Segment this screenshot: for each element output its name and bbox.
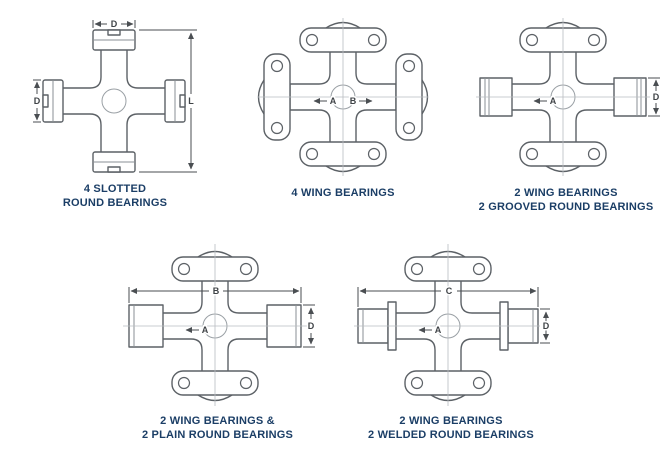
bolt-hole: [270, 121, 284, 135]
dimension-d-top: D: [92, 18, 136, 31]
caption-line-2: ROUND BEARINGS: [62, 197, 168, 210]
centerlines: [258, 18, 428, 176]
dimension-a: A: [313, 95, 338, 108]
caption-4-wing-bearings: 4 WING BEARINGS: [248, 186, 438, 200]
dimension-d: D: [303, 304, 316, 348]
bolt-hole: [270, 59, 284, 73]
bolt-hole: [410, 376, 424, 390]
bolt-hole: [239, 376, 253, 390]
bolt-hole: [587, 147, 601, 161]
bolt-hole: [472, 262, 486, 276]
dim-label-d: D: [653, 92, 660, 102]
dimension-b: B: [128, 285, 302, 303]
diagram-2-wing-2-grooved: A D: [476, 18, 661, 176]
dimension-d-left: D: [32, 79, 42, 123]
caption-line-1: 2 WING BEARINGS: [399, 415, 503, 427]
bolt-hole: [587, 33, 601, 47]
slotted-round-bearing-caps: [42, 29, 186, 173]
dimension-a: A: [418, 324, 443, 337]
bolt-hole: [177, 262, 191, 276]
slot-left: [42, 94, 49, 108]
dim-label-a: A: [435, 325, 442, 335]
centerlines: [354, 244, 540, 406]
figure-2-wing-2-grooved: A D 2 WING BEARINGS 2 GROOVED ROUND BEAR…: [468, 12, 664, 215]
hub-circle: [101, 88, 127, 114]
dim-label-d-left: D: [34, 96, 41, 106]
diagram-4-wing-bearings: A B: [257, 18, 429, 176]
bolt-hole: [305, 147, 319, 161]
cross-body: [60, 47, 168, 155]
dim-label-d: D: [543, 321, 550, 331]
caption-line-2: 2 PLAIN ROUND BEARINGS: [141, 429, 294, 442]
bolt-hole: [305, 33, 319, 47]
caption-line-1: 2 WING BEARINGS: [514, 187, 618, 199]
caption-2-wing-2-grooved: 2 WING BEARINGS 2 GROOVED ROUND BEARINGS: [468, 186, 664, 215]
slot-right: [179, 94, 186, 108]
bolt-hole: [402, 59, 416, 73]
slot-bottom: [107, 166, 121, 173]
slot-top: [107, 29, 121, 36]
dimension-d: D: [648, 77, 661, 117]
bolt-hole: [367, 33, 381, 47]
figure-2-wing-2-plain: B D A 2 WING BEARINGS & 2 PLAIN ROUND BE…: [115, 238, 320, 443]
caption-2-wing-2-welded: 2 WING BEARINGS 2 WELDED ROUND BEARINGS: [348, 414, 554, 443]
dimension-b: B: [348, 95, 373, 108]
caption-4-slotted-round-bearings: 4 SLOTTED ROUND BEARINGS: [25, 182, 205, 211]
diagram-2-wing-2-welded: C D A: [354, 244, 551, 406]
bolt-hole: [525, 33, 539, 47]
figure-4-slotted-round-bearings: D D L 4 SLOTTED ROUND BEARINGS: [25, 16, 205, 211]
caption-line-1: 4 WING BEARINGS: [291, 187, 395, 199]
bolt-hole: [367, 147, 381, 161]
figure-4-wing-bearings: A B 4 WING BEARINGS: [248, 12, 438, 200]
dimension-d: D: [540, 308, 551, 344]
dim-label-b: B: [213, 286, 220, 296]
dimension-l-right: L: [139, 29, 197, 173]
caption-line-2: 2 WELDED ROUND BEARINGS: [368, 429, 534, 442]
dimension-a: A: [533, 95, 558, 108]
dim-label-c: C: [446, 286, 453, 296]
bolt-hole: [177, 376, 191, 390]
dim-label-l: L: [188, 96, 194, 106]
diagram-4-slotted-round-bearings: D D L: [32, 18, 197, 173]
bolt-hole: [472, 376, 486, 390]
dim-label-a: A: [330, 96, 337, 106]
centerlines: [123, 244, 307, 406]
dim-label-d-top: D: [111, 19, 118, 29]
bolt-hole: [239, 262, 253, 276]
dim-label-a: A: [550, 96, 557, 106]
dim-label-d: D: [308, 321, 315, 331]
caption-line-2: 2 GROOVED ROUND BEARINGS: [478, 201, 654, 214]
centerlines: [476, 18, 650, 176]
bolt-hole: [402, 121, 416, 135]
bolt-hole: [410, 262, 424, 276]
dim-label-b: B: [350, 96, 357, 106]
dimension-a: A: [185, 324, 210, 337]
caption-line-1: 2 WING BEARINGS &: [160, 415, 275, 427]
dim-label-a: A: [202, 325, 209, 335]
caption-2-wing-2-plain: 2 WING BEARINGS & 2 PLAIN ROUND BEARINGS: [115, 414, 320, 443]
figure-2-wing-2-welded: C D A 2 WING BEARINGS 2 WELDED ROUND BEA…: [348, 238, 554, 443]
dimension-c: C: [357, 285, 539, 307]
bolt-hole: [525, 147, 539, 161]
caption-line-1: 4 SLOTTED: [83, 183, 147, 195]
diagram-2-wing-2-plain: B D A: [123, 244, 316, 406]
